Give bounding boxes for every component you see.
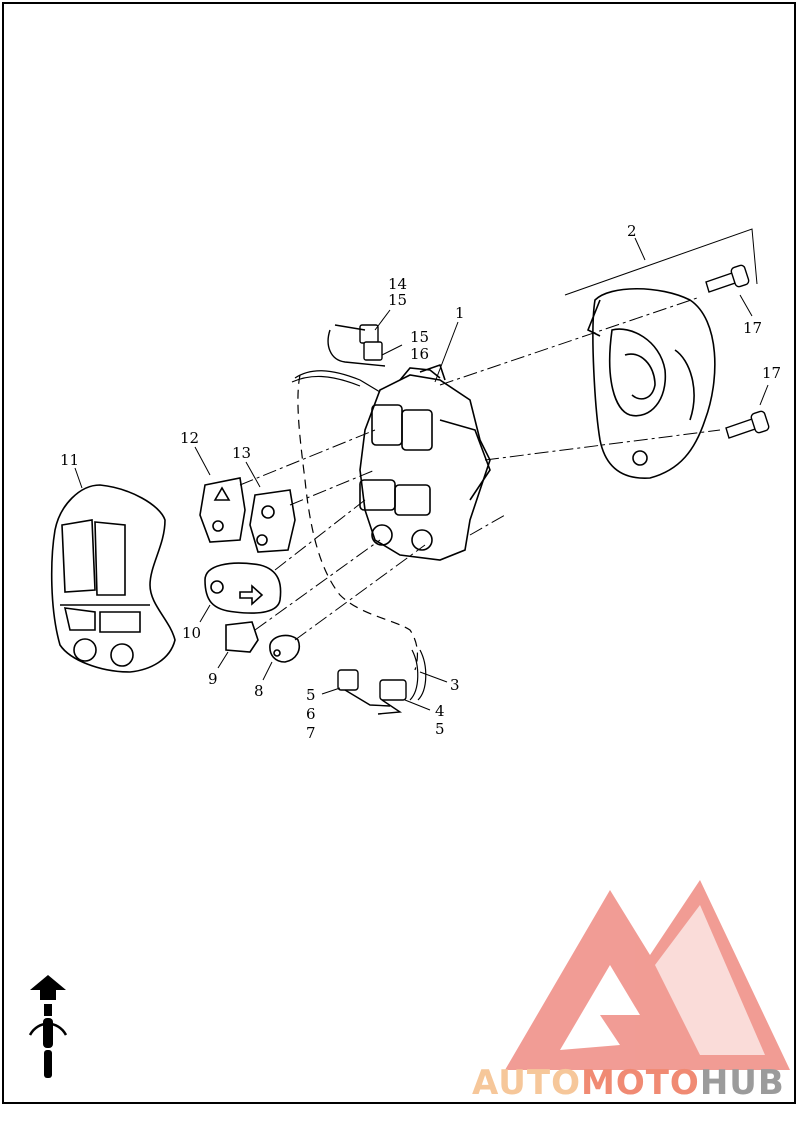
screw-part-17-upper: [705, 264, 750, 293]
callout-1: 1: [455, 304, 465, 322]
assembly-lines: [239, 296, 721, 641]
leader-14-15: [374, 309, 391, 331]
connector-part-4-5: [377, 679, 407, 715]
wire-harness-part-3: [291, 370, 427, 701]
leader-11: [74, 467, 83, 489]
leader-1: [434, 321, 459, 383]
watermark-auto: AUTO: [472, 1063, 581, 1103]
callout-3: 3: [450, 676, 460, 694]
switch-cover-part-11: [50, 484, 176, 673]
callout-bracket-2: [564, 228, 758, 296]
right-housing-part-2: [586, 288, 716, 479]
leader-9: [217, 651, 229, 669]
watermark-hub: HUB: [700, 1063, 785, 1103]
leader-2: [634, 237, 646, 261]
hazard-switch-cap-part-12: [199, 477, 246, 543]
watermark-text: AUTOMOTOHUB: [472, 1063, 785, 1103]
switch-cap-part-9: [225, 621, 259, 653]
callout-6: 6: [306, 705, 316, 723]
callout-17a: 17: [743, 319, 762, 337]
watermark-logo-icon: [505, 880, 790, 1070]
callout-15b: 15: [410, 328, 429, 346]
leader-8: [262, 661, 273, 681]
screw-part-17-lower: [725, 410, 770, 439]
callout-10: 10: [182, 624, 201, 642]
callout-2: 2: [627, 222, 637, 240]
callout-8: 8: [254, 682, 264, 700]
leader-12: [194, 446, 211, 476]
switch-assembly-part-1: [359, 363, 491, 561]
leader-5: [321, 687, 341, 695]
callout-17b: 17: [762, 364, 781, 382]
leader-17a: [739, 294, 753, 317]
callout-5a: 5: [306, 686, 316, 704]
callout-4: 4: [435, 702, 445, 720]
switch-cap-part-8: [269, 634, 301, 663]
motorcycle-forward-arrow-icon: [28, 975, 68, 1078]
connector-part-14-15-16: [327, 324, 386, 367]
leader-10: [199, 604, 211, 623]
diagram-frame: [2, 2, 796, 1104]
callout-12: 12: [180, 429, 199, 447]
callout-9: 9: [208, 670, 218, 688]
switch-cap-part-13: [249, 489, 296, 553]
callout-14: 14: [388, 275, 407, 293]
leader-3: [419, 671, 448, 683]
leader-4: [404, 699, 431, 711]
turn-signal-cap-part-10: [204, 562, 282, 614]
callout-16: 16: [410, 345, 429, 363]
callout-13: 13: [232, 444, 251, 462]
watermark-moto: MOTO: [581, 1063, 700, 1103]
callout-7: 7: [306, 724, 316, 742]
leader-17b: [759, 384, 769, 406]
callout-5b: 5: [435, 720, 445, 738]
leader-15-16: [381, 344, 403, 356]
connector-part-5-6-7: [337, 669, 391, 707]
callout-11: 11: [60, 451, 79, 469]
leader-13: [245, 461, 261, 488]
callout-15a: 15: [388, 291, 407, 309]
